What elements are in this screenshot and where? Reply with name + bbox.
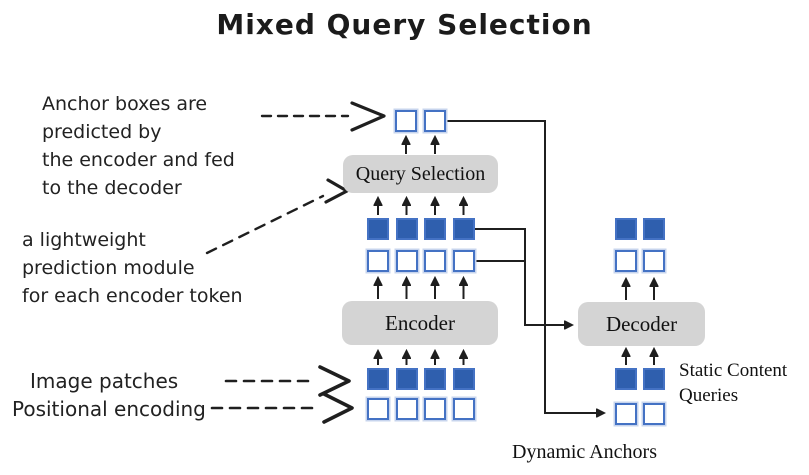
arrowhead-chevron bbox=[318, 365, 351, 397]
static-content-query-tokens bbox=[615, 368, 665, 390]
encoder-input-arrows bbox=[378, 351, 464, 365]
token-filled bbox=[615, 218, 637, 240]
token-filled bbox=[615, 368, 637, 390]
token-filled bbox=[452, 218, 475, 240]
query-selection-output-arrows bbox=[406, 137, 435, 154]
encoder-positional-tokens bbox=[367, 250, 475, 272]
query-selection-block: Query Selection bbox=[343, 155, 498, 193]
anchor-note-arrow bbox=[260, 101, 386, 132]
label-dynamic-anchors: Dynamic Anchors bbox=[512, 441, 657, 463]
encoder-memory-to-decoder-connector bbox=[475, 228, 572, 325]
token-outline bbox=[424, 110, 446, 132]
query-selection-input-arrows bbox=[378, 198, 464, 215]
token-filled bbox=[424, 218, 446, 240]
decoder-output-arrows bbox=[626, 279, 654, 300]
label-image-patches: Image patches bbox=[30, 369, 179, 393]
encoder-memory-tokens bbox=[367, 218, 475, 240]
token-outline bbox=[643, 403, 665, 425]
token-filled bbox=[452, 368, 475, 390]
image-patches-arrow bbox=[224, 365, 351, 397]
image-patch-tokens bbox=[367, 368, 475, 390]
token-filled bbox=[367, 218, 389, 240]
token-outline bbox=[424, 250, 446, 272]
decoder-output-content-tokens bbox=[615, 218, 665, 240]
token-outline bbox=[452, 250, 475, 272]
token-outline bbox=[452, 398, 475, 420]
token-outline bbox=[367, 250, 389, 272]
decoder-input-arrows bbox=[626, 349, 654, 365]
dynamic-anchor-tokens bbox=[615, 403, 665, 425]
token-filled bbox=[395, 218, 418, 240]
token-filled bbox=[367, 368, 389, 390]
encoder-output-arrows bbox=[378, 278, 464, 299]
positional-encoding-arrow bbox=[210, 392, 354, 424]
figure-title: Mixed Query Selection bbox=[216, 8, 593, 41]
token-filled bbox=[643, 218, 665, 240]
note-anchor-boxes: Anchor boxes are predicted by the encode… bbox=[42, 93, 235, 199]
token-outline bbox=[395, 110, 417, 132]
label-positional-encoding: Positional encoding bbox=[12, 397, 206, 421]
label-static-content-queries: Static Content Queries bbox=[679, 360, 788, 406]
decoder-output-pos-tokens bbox=[615, 250, 665, 272]
token-outline bbox=[643, 250, 665, 272]
token-outline bbox=[395, 398, 418, 420]
token-filled bbox=[643, 368, 665, 390]
arrowhead-chevron bbox=[322, 392, 354, 424]
token-filled bbox=[424, 368, 446, 390]
positional-encoding-tokens bbox=[367, 398, 475, 420]
token-outline bbox=[424, 398, 446, 420]
anchor-to-dynamic-anchors-connector bbox=[447, 120, 604, 413]
arrowhead-chevron bbox=[350, 101, 386, 132]
token-filled bbox=[395, 368, 418, 390]
note-lightweight-module: a lightweight prediction module for each… bbox=[22, 229, 243, 307]
encoder-block: Encoder bbox=[342, 301, 498, 345]
decoder-block: Decoder bbox=[578, 302, 705, 346]
token-outline bbox=[367, 398, 389, 420]
anchor-output-tokens bbox=[395, 110, 446, 132]
token-outline bbox=[615, 403, 637, 425]
token-outline bbox=[615, 250, 637, 272]
token-outline bbox=[395, 250, 418, 272]
